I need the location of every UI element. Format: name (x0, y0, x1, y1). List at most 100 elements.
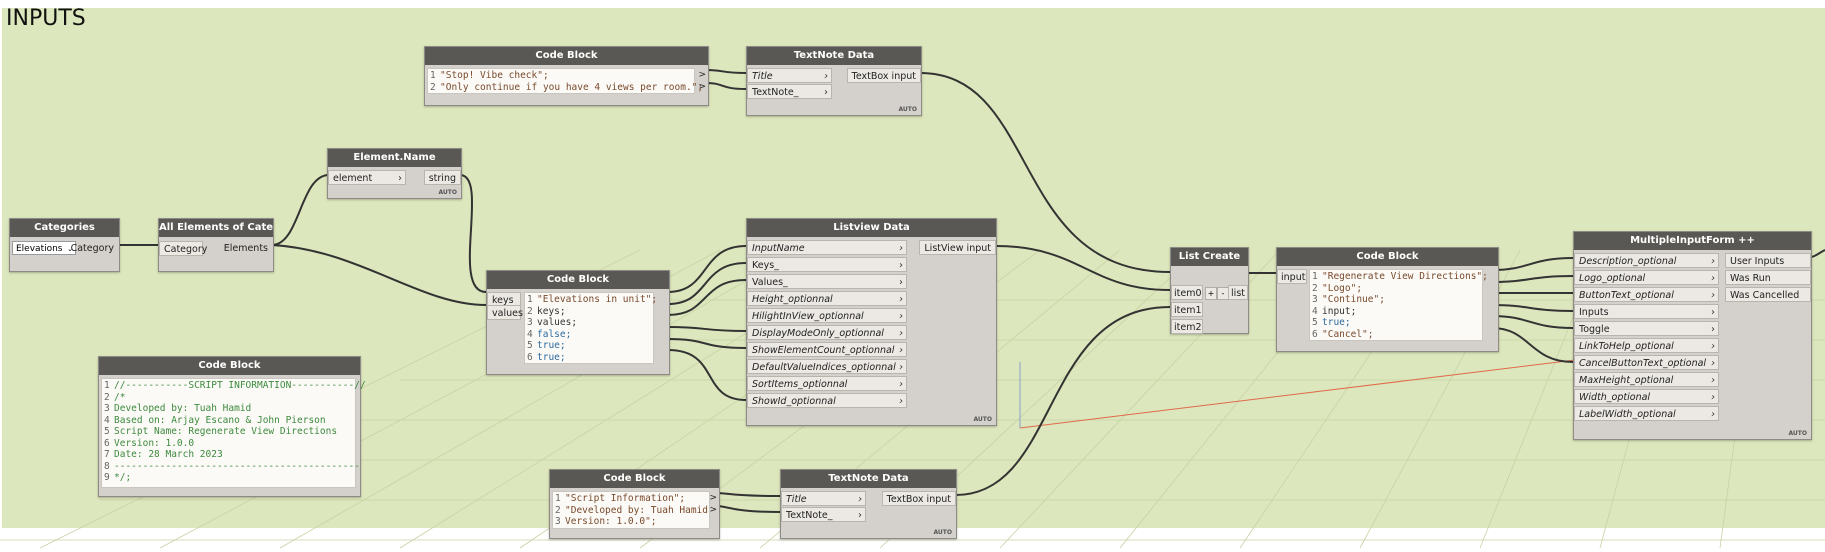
textnote-data-node[interactable]: TextNote Data Title› TextNote_› TextBox … (746, 46, 922, 116)
node-title: Element.Name (328, 149, 461, 167)
output-port[interactable]: string (423, 170, 461, 185)
categories-node[interactable]: Categories Elevations ⌄ Category (9, 218, 120, 272)
line-number: 1 (104, 380, 110, 391)
input-port-keys[interactable]: keys (487, 292, 521, 307)
input-port-title[interactable]: Title› (781, 491, 866, 506)
input-label: element (333, 173, 373, 184)
input-port-item2[interactable]: item2 (1171, 319, 1203, 334)
chevron-right-icon: › (899, 328, 903, 339)
chevron-right-icon: › (1711, 375, 1715, 386)
node-title: Code Block (487, 271, 669, 289)
chevron-right-icon: › (899, 260, 903, 271)
code-line: 8---------------------------------------… (104, 461, 360, 473)
all-elements-node[interactable]: All Elements of Category Category Elemen… (158, 218, 274, 272)
output-port[interactable]: list (1228, 285, 1248, 300)
code-block-node[interactable]: Code Block keys values 1"Elevations in u… (486, 270, 670, 375)
output-port[interactable]: > (709, 505, 717, 515)
category-dropdown[interactable]: Elevations ⌄ (12, 241, 76, 255)
input-port[interactable]: DefaultValueIndices_optionnal› (747, 359, 907, 374)
line-text: Developed by: Tuah Hamid (114, 403, 252, 414)
auto-label: AUTO (898, 106, 917, 113)
chevron-right-icon: › (899, 311, 903, 322)
auto-label: AUTO (933, 529, 952, 536)
input-label: Height_optionnal (752, 294, 833, 305)
script-info-code-block[interactable]: Code Block 1//-----------SCRIPT INFORMAT… (98, 356, 366, 497)
input-port[interactable]: Inputs› (1574, 304, 1719, 319)
code-block-node[interactable]: Code Block 1"Stop! Vibe check"; 2"Only c… (424, 46, 709, 106)
input-port[interactable]: Keys_› (747, 257, 907, 272)
input-port[interactable]: ButtonText_optional› (1574, 287, 1719, 302)
input-port-values[interactable]: values (487, 305, 523, 320)
output-port[interactable]: Was Cancelled (1725, 287, 1811, 302)
line-text: true; (537, 340, 566, 351)
input-port[interactable]: CancelButtonText_optional› (1574, 355, 1719, 370)
input-port[interactable]: Width_optional› (1574, 389, 1719, 404)
code-line: 1"Regenerate View Directions"; (1312, 271, 1488, 283)
input-port-textnote[interactable]: TextNote_› (747, 84, 832, 99)
input-port-item1[interactable]: item1 (1171, 302, 1203, 317)
input-label: SortItems_optionnal (752, 379, 848, 390)
output-port[interactable]: User Inputs (1725, 253, 1811, 268)
output-port[interactable]: Category (70, 243, 114, 254)
output-port[interactable]: ListView input (919, 240, 996, 255)
output-port[interactable]: TextBox input (881, 491, 956, 506)
input-port[interactable]: LinkToHelp_optional› (1574, 338, 1719, 353)
chevron-right-icon: › (899, 277, 903, 288)
input-port[interactable]: SortItems_optionnal › (747, 376, 907, 391)
node-title: Code Block (1277, 248, 1498, 266)
line-number: 2 (527, 305, 533, 317)
output-port[interactable]: Elements (223, 243, 268, 254)
line-text: true; (537, 351, 566, 363)
code-editor[interactable]: 1//-----------SCRIPT INFORMATION--------… (101, 378, 366, 488)
line-number: 3 (1312, 294, 1318, 305)
input-port[interactable]: LabelWidth_optional› (1574, 406, 1719, 421)
list-create-node[interactable]: List Create item0 item1 item2 + - list (1170, 247, 1249, 334)
element-name-node[interactable]: Element.Name element› string AUTO (327, 148, 462, 199)
input-port[interactable]: ShowElementCount_optionnal› (747, 342, 907, 357)
line-text: Version: 1.0.0"; (565, 516, 657, 527)
chevron-right-icon: › (899, 379, 903, 390)
input-port[interactable]: element› (328, 170, 406, 185)
input-port[interactable]: input (1277, 269, 1307, 284)
code-editor[interactable]: 1"Regenerate View Directions"; 2"Logo"; … (1309, 269, 1488, 341)
input-port-textnote[interactable]: TextNote_› (781, 507, 866, 522)
input-port[interactable]: MaxHeight_optional› (1574, 372, 1719, 387)
input-port[interactable]: Description_optional› (1574, 253, 1719, 268)
output-port[interactable]: Was Run (1725, 270, 1811, 285)
node-title: Listview Data (747, 219, 996, 237)
listview-data-node[interactable]: Listview Data InputName› Keys_› Values_›… (746, 218, 997, 426)
output-port[interactable]: TextBox input (846, 68, 921, 83)
input-port[interactable]: Values_› (747, 274, 907, 289)
input-port[interactable]: Height_optionnal› (747, 291, 907, 306)
input-port[interactable]: DisplayModeOnly_optionnal› (747, 325, 907, 340)
input-port[interactable]: Logo_optional› (1574, 270, 1719, 285)
input-label: item2 (1174, 322, 1202, 333)
code-editor[interactable]: 1"Stop! Vibe check"; 2"Only continue if … (427, 68, 703, 94)
line-number: 1 (430, 70, 436, 81)
input-port[interactable]: Toggle› (1574, 321, 1719, 336)
output-port[interactable]: > (698, 70, 706, 80)
input-label: keys (492, 295, 514, 306)
code-block-node[interactable]: Code Block 1"Script Information"; 2"Deve… (549, 469, 720, 539)
textnote-data-node[interactable]: TextNote Data Title› TextNote_› TextBox … (780, 469, 957, 539)
input-port[interactable]: Category (159, 241, 207, 256)
output-label: list (1231, 288, 1245, 299)
input-port[interactable]: InputName› (747, 240, 907, 255)
multiple-input-form-node[interactable]: MultipleInputForm ++ Description_optiona… (1573, 231, 1812, 440)
code-block-node[interactable]: Code Block input 1"Regenerate View Direc… (1276, 247, 1499, 352)
input-port[interactable]: ShowId_optionnal› (747, 393, 907, 408)
code-editor[interactable]: 1"Script Information"; 2"Developed by: T… (552, 491, 710, 529)
input-port[interactable]: HilightInView_optionnal› (747, 308, 907, 323)
add-input-button[interactable]: + (1205, 287, 1217, 300)
output-port[interactable]: > (698, 82, 706, 92)
input-port-item0[interactable]: item0 (1171, 285, 1203, 300)
line-number: 6 (527, 351, 533, 363)
code-line: 1"Script Information"; (555, 493, 707, 505)
input-port-title[interactable]: Title› (747, 68, 832, 83)
line-text: ----------------------------------------… (114, 460, 360, 472)
output-port[interactable]: > (709, 493, 717, 503)
line-number: 4 (527, 328, 533, 340)
